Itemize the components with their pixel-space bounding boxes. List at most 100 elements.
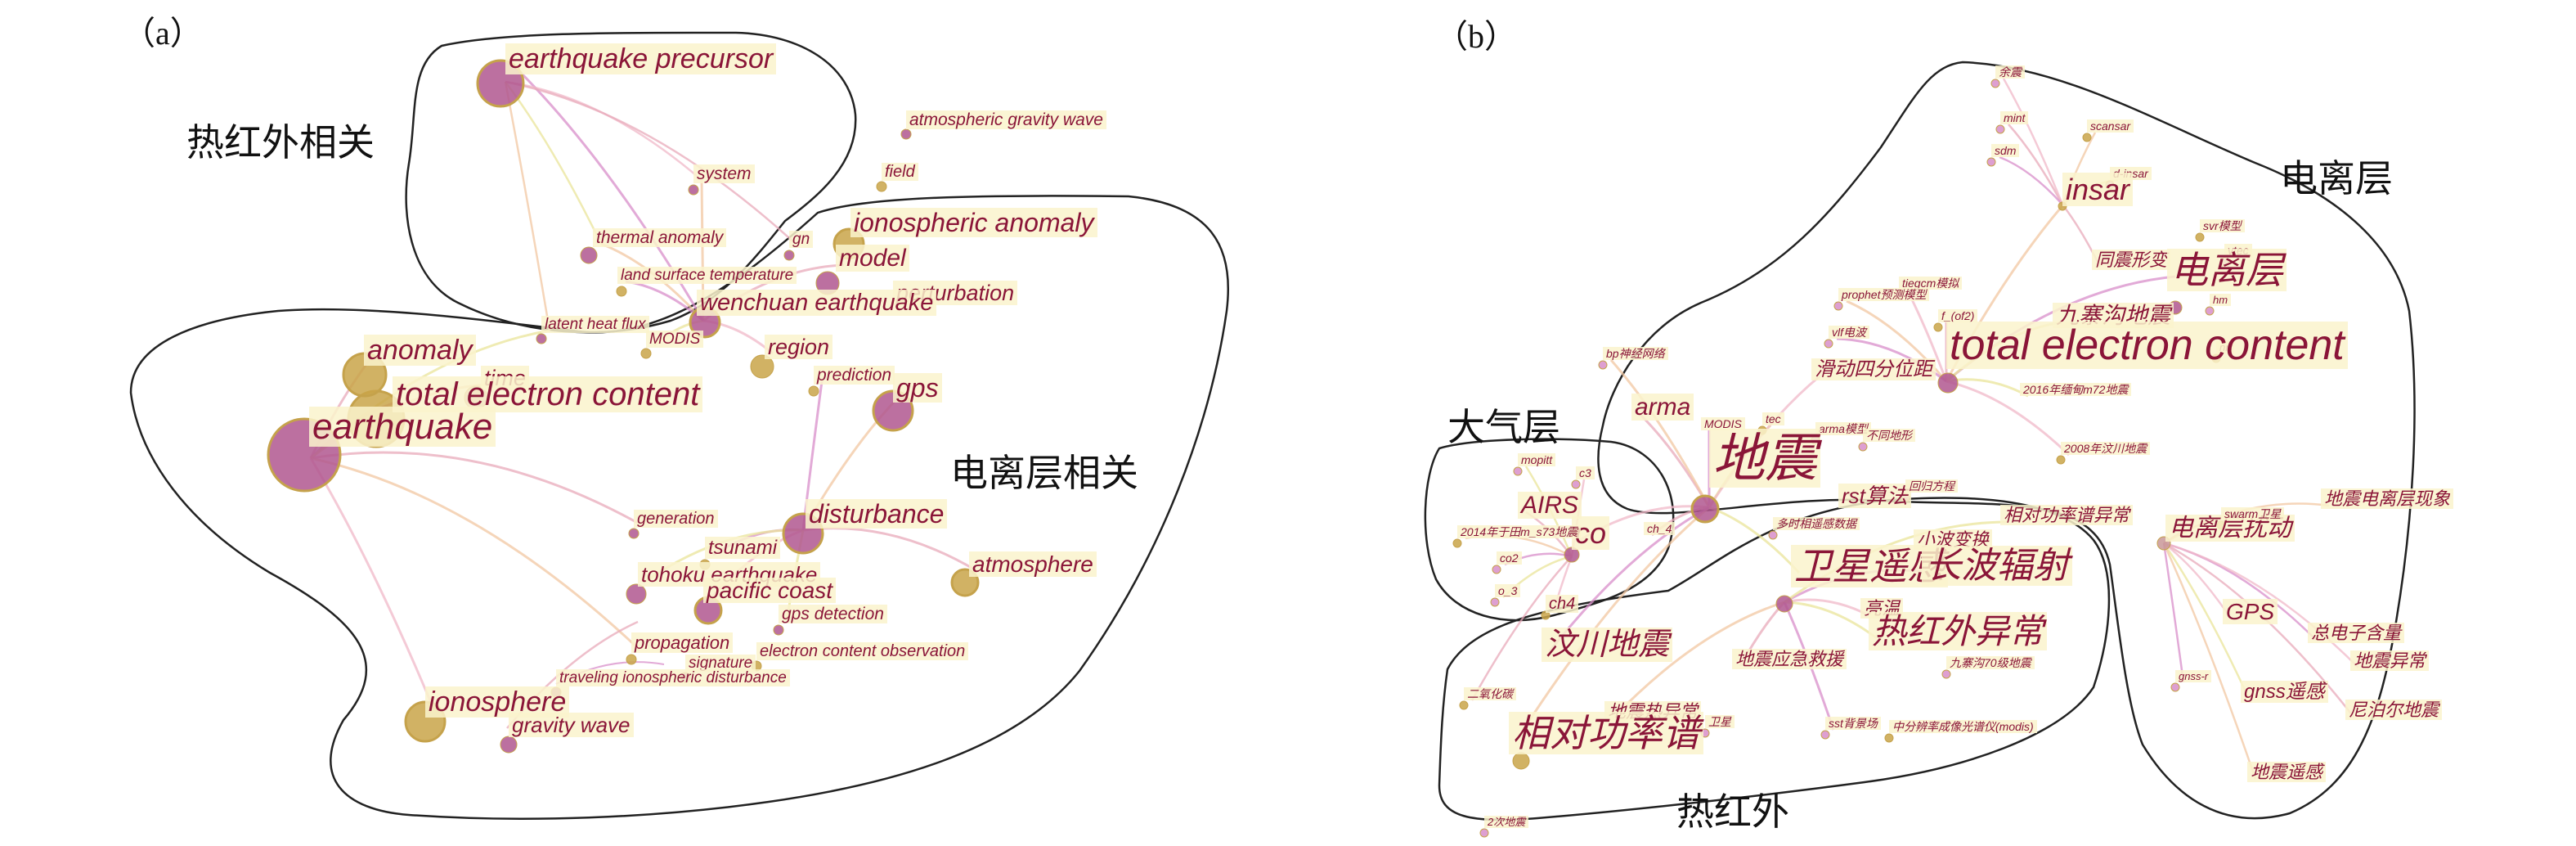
keyword-b-dianliceng-b: 电离层 <box>2167 249 2287 291</box>
keyword-a-propagation: propagation <box>631 632 734 653</box>
keyword-a-gps-detection: gps detection <box>779 604 887 623</box>
panel-label-b: （b） <box>1435 18 1517 55</box>
node-b-small-8 <box>2205 306 2215 316</box>
keyword-b-xiangdui-gonglvpu: 相对功率谱 <box>1509 712 1703 754</box>
keyword-label: AIRS <box>1518 492 1582 519</box>
node-b-small-20 <box>1768 530 1778 540</box>
node-b-small-3 <box>2082 133 2092 142</box>
keyword-label: 回归方程 <box>1905 479 1958 493</box>
edge-b-raodong-dizhen-yichang <box>2163 542 2359 668</box>
keyword-a-tsunami: tsunami <box>705 537 781 559</box>
panel-label-a: （a） <box>123 15 203 52</box>
node-b-small-11 <box>1833 301 1843 311</box>
keyword-a-prediction: prediction <box>814 365 895 385</box>
keyword-label: 地震异常 <box>2350 650 2430 671</box>
edge-b-dizhen-xiangdui-gonglvpu <box>1515 506 1710 740</box>
keyword-b-bp: bp神经网络 <box>1603 347 1668 360</box>
keyword-b-m72: 2016年缅甸m72地震 <box>2020 383 2132 396</box>
node-b-small-26 <box>1490 597 1500 607</box>
keyword-label: 2次地震 <box>1484 815 1529 828</box>
keyword-b-2014: 2014年于田m_s73地震 <box>1457 525 1582 538</box>
keyword-a-latent-heat-flux: latent heat flux <box>541 315 649 333</box>
keyword-b-jiuzhaigou-70: 九寨沟70级地震 <box>1946 656 2035 669</box>
keyword-label: model <box>836 245 909 272</box>
keyword-b-duoshixiang: 多时相遥感数据 <box>1773 517 1860 530</box>
edge-b-tec-2008-wenchuan <box>1945 380 2071 457</box>
keyword-label: tsunami <box>705 537 781 559</box>
keyword-label: sst背景场 <box>1825 717 1881 730</box>
keyword-a-region: region <box>765 334 833 359</box>
keyword-a-gn: gn <box>789 230 814 248</box>
keyword-b-changbo-fushe: 长波辐射 <box>1922 546 2072 586</box>
keyword-label: vlf电波 <box>1829 326 1869 339</box>
node-b-small-14 <box>1598 360 1608 370</box>
keyword-a-traveling-ionospheric-disturbance: traveling ionospheric disturbance <box>556 668 790 686</box>
keyword-b-dizhen-yichang: 地震异常 <box>2350 650 2430 671</box>
keyword-label: MODIS <box>1701 417 1745 430</box>
keyword-a-atmosphere: atmosphere <box>969 551 1097 577</box>
keyword-label: 地震应急救援 <box>1732 649 1847 669</box>
edge-a-earthquake-generation <box>310 451 643 527</box>
node-a-small-11 <box>626 654 637 665</box>
keyword-b-gnss-yaogan: gnss遥感 <box>2241 681 2328 703</box>
keyword-b-butong-dixing: 不同地形 <box>1863 429 1915 442</box>
keyword-label: swarm卫星 <box>2221 507 2285 520</box>
keyword-label: prediction <box>814 365 895 385</box>
keyword-a-electron-content-observation: electron content observation <box>756 642 969 660</box>
keyword-label: mint <box>2000 111 2029 124</box>
keyword-b-airs: AIRS <box>1518 492 1582 519</box>
keyword-label: atmosphere <box>969 551 1097 577</box>
node-b-small-23 <box>1571 479 1581 489</box>
keyword-b-tec-small: tec <box>1762 412 1784 425</box>
keyword-label: 九寨沟70级地震 <box>1946 656 2035 669</box>
keyword-label: system <box>693 164 755 183</box>
keyword-b-2008-wenchuan: 2008年汶川地震 <box>2061 442 2151 455</box>
keyword-label: disturbance <box>806 499 948 529</box>
keyword-b-erhua: 二氧化碳 <box>1464 687 1516 700</box>
edge-a-earthquake-ionosphere <box>309 457 435 709</box>
keyword-b-arma-model: arma模型 <box>1815 422 1871 435</box>
keyword-label: earthquake precursor <box>505 43 777 74</box>
keyword-label: insar <box>2062 173 2134 206</box>
edge-b-tec-m72 <box>1945 378 2029 398</box>
keyword-b-huadong-sifenwei: 滑动四分位距 <box>1811 358 1936 380</box>
keyword-b-sdm: sdm <box>1991 144 2020 157</box>
node-a-small-10 <box>773 624 784 636</box>
node-b-small-22 <box>1513 466 1523 476</box>
keyword-label: 相对功率谱 <box>1509 712 1703 754</box>
keyword-label: 二氧化碳 <box>1464 687 1516 700</box>
keyword-b-ch4: ch4 <box>1546 595 1579 613</box>
keyword-label: ionosphere <box>425 686 570 718</box>
keyword-label: 相对功率谱异常 <box>2000 505 2134 525</box>
keyword-label: latent heat flux <box>541 315 649 333</box>
node-b-small-17 <box>1858 442 1868 452</box>
keyword-label: gps <box>893 373 942 403</box>
edge-b-insar-sdm <box>1999 155 2063 205</box>
keyword-label: atmospheric gravity wave <box>906 110 1106 129</box>
keyword-label: svr模型 <box>2200 219 2245 232</box>
edge-b-raodong-gnss-r <box>2162 542 2185 683</box>
keyword-label: scansar <box>2087 119 2134 133</box>
node-b-small-32 <box>1820 730 1830 740</box>
node-b-tec <box>1937 372 1959 394</box>
keyword-a-gps-a: gps <box>893 373 942 403</box>
keyword-a-pacific-coast: pacific coast <box>703 578 837 603</box>
keyword-a-land-surface-temperature: land surface temperature <box>617 266 797 284</box>
keyword-label: gnss遥感 <box>2241 681 2328 703</box>
node-b-small-2 <box>1995 124 2005 134</box>
keyword-label: mopitt <box>1518 453 1556 466</box>
edge-b-raodong-dizhen-yaogan <box>2162 542 2257 780</box>
keyword-b-insar: insar <box>2062 173 2134 206</box>
keyword-b-rerewai-yichang: 热红外异常 <box>1869 612 2048 650</box>
keyword-b-tiegcm: tiegcm模拟 <box>1899 277 1963 290</box>
keyword-label: field <box>882 163 918 181</box>
keyword-label: electron content observation <box>756 642 969 660</box>
node-b-small-12 <box>1933 322 1943 332</box>
node-b-small-29 <box>2170 682 2180 692</box>
keyword-b-tec-b: total electron content <box>1946 322 2348 369</box>
keyword-label: tec <box>1762 412 1784 425</box>
node-b-dizhen <box>1690 494 1720 524</box>
keyword-label: ionospheric anomaly <box>850 208 1097 237</box>
edge-b-weixing-dizhen-re-yichang <box>1611 601 1785 720</box>
keyword-a-system: system <box>693 164 755 183</box>
